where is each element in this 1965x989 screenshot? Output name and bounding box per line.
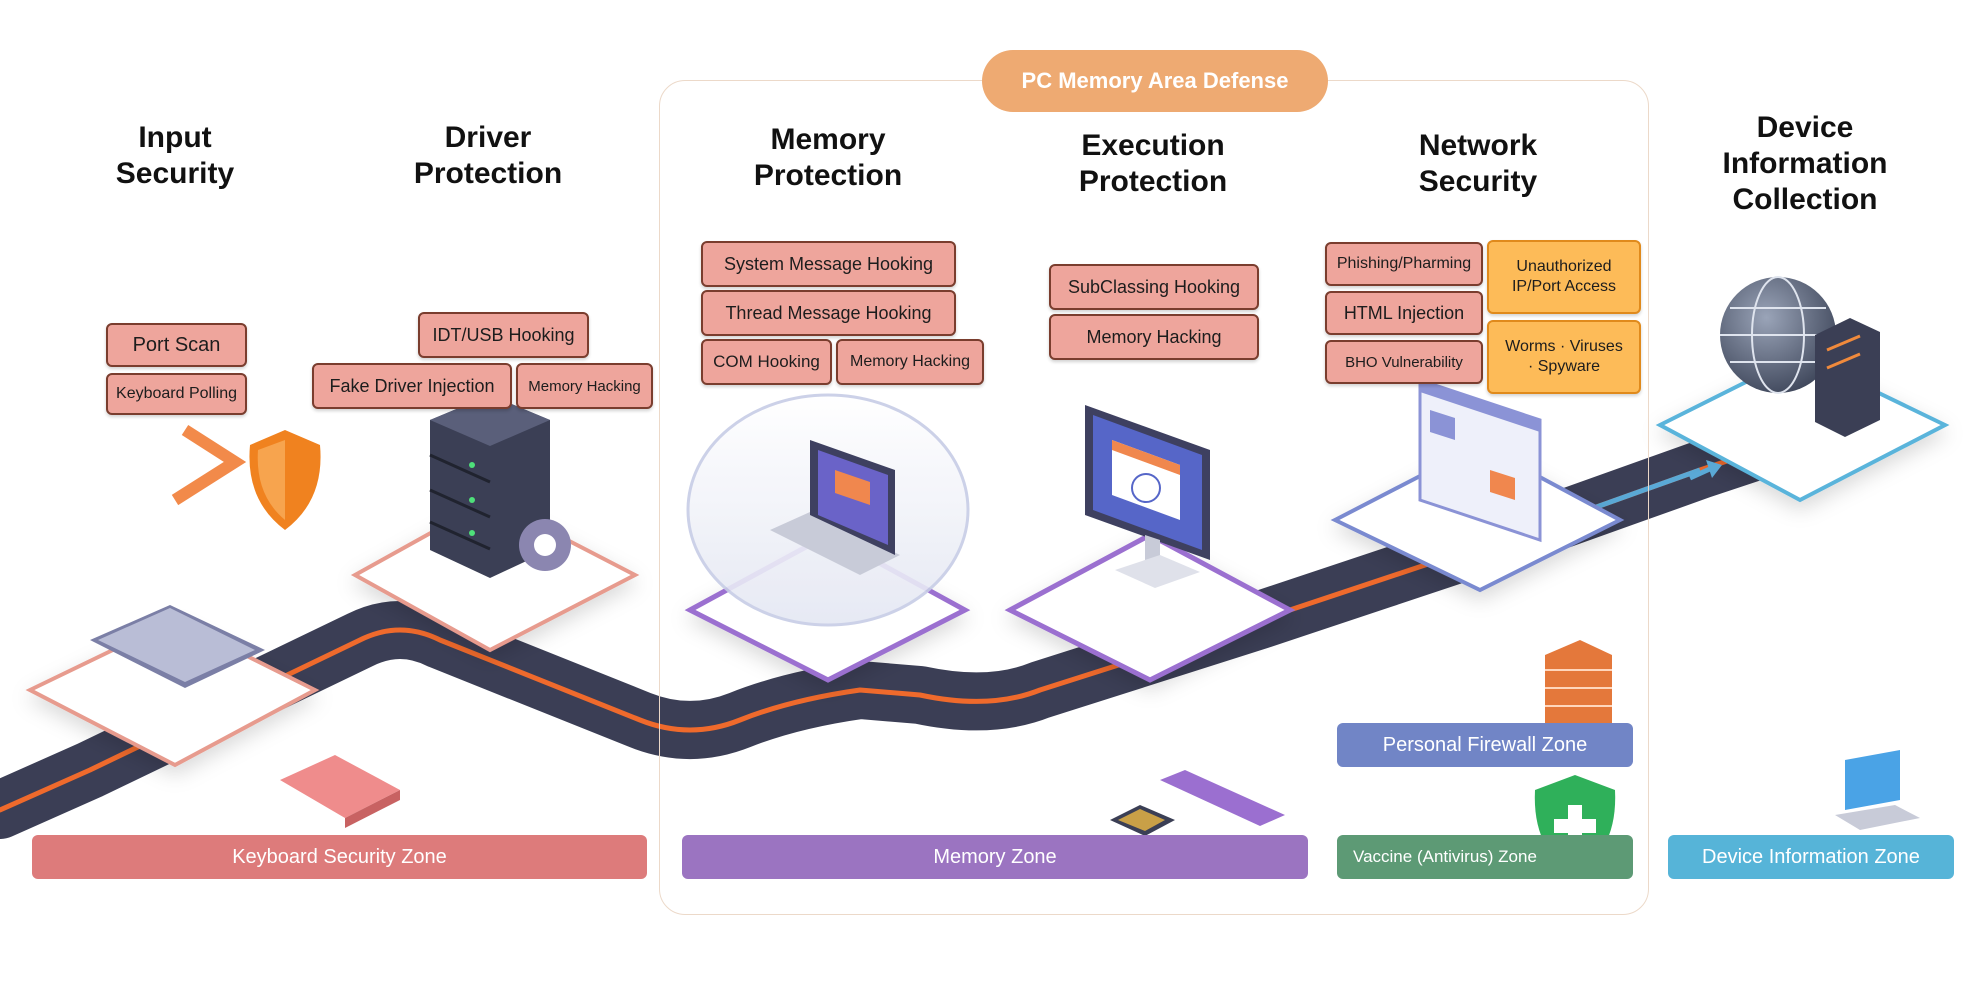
globe-icon <box>1720 276 1836 394</box>
keyboard-security-zone: Keyboard Security Zone <box>32 835 647 879</box>
pc-memory-area-defense-badge: PC Memory Area Defense <box>982 50 1328 112</box>
unauthorized-ip-port-access-chip: Unauthorized IP/Port Access <box>1487 240 1641 314</box>
device-information-collection-heading: Device Information Collection <box>1722 111 1888 216</box>
memory-chip-icon <box>1110 770 1285 836</box>
small-keyboard-icon <box>280 755 400 828</box>
phishing-pharming-chip: Phishing/Pharming <box>1325 242 1483 286</box>
keyboard-polling-chip: Keyboard Polling <box>106 373 247 415</box>
firewall-brick-icon <box>1545 640 1612 740</box>
fake-driver-injection-chip: Fake Driver Injection <box>312 363 512 409</box>
personal-firewall-zone: Personal Firewall Zone <box>1337 723 1633 767</box>
port-scan-chip: Port Scan <box>106 323 247 367</box>
keyboard-icon <box>90 605 265 688</box>
input-security-heading: Input Security <box>115 121 235 190</box>
monitor-icon <box>1085 405 1210 588</box>
memory-zone: Memory Zone <box>682 835 1308 879</box>
idt-usb-hooking-chip: IDT/USB Hooking <box>418 312 589 358</box>
laptop-icon <box>770 440 900 575</box>
chevron-right-icon <box>171 424 247 506</box>
memory-protection-heading: Memory Protection <box>753 123 903 192</box>
driver-memory-hacking-chip: Memory Hacking <box>516 363 653 409</box>
device-server-icon <box>1815 318 1880 437</box>
com-hooking-chip: COM Hooking <box>701 339 832 385</box>
html-injection-chip: HTML Injection <box>1325 291 1483 335</box>
worms-viruses-spyware-chip: Worms · Viruses · Spyware <box>1487 320 1641 394</box>
gear-icon <box>519 519 571 571</box>
memory-zone-memory-hacking-chip: Memory Hacking <box>836 339 984 385</box>
subclassing-hooking-chip: SubClassing Hooking <box>1049 264 1259 310</box>
network-security-heading: Network Security <box>1418 129 1538 198</box>
pc-memory-area-frame <box>659 80 1649 915</box>
system-message-hooking-chip: System Message Hooking <box>701 241 956 287</box>
browser-window-icon <box>1418 377 1542 543</box>
bho-vulnerability-chip: BHO Vulnerability <box>1325 340 1483 384</box>
execution-protection-heading: Execution Protection <box>1078 129 1228 198</box>
shield-icon <box>249 430 321 530</box>
vaccine-antivirus-zone: Vaccine (Antivirus) Zone <box>1337 835 1633 879</box>
thread-message-hooking-chip: Thread Message Hooking <box>701 290 956 336</box>
execution-platform <box>1004 532 1296 683</box>
arrow-icon <box>1688 460 1722 481</box>
device-information-zone: Device Information Zone <box>1668 835 1954 879</box>
execution-memory-hacking-chip: Memory Hacking <box>1049 314 1259 360</box>
small-laptop-icon <box>1835 750 1920 830</box>
driver-protection-heading: Driver Protection <box>413 121 563 190</box>
